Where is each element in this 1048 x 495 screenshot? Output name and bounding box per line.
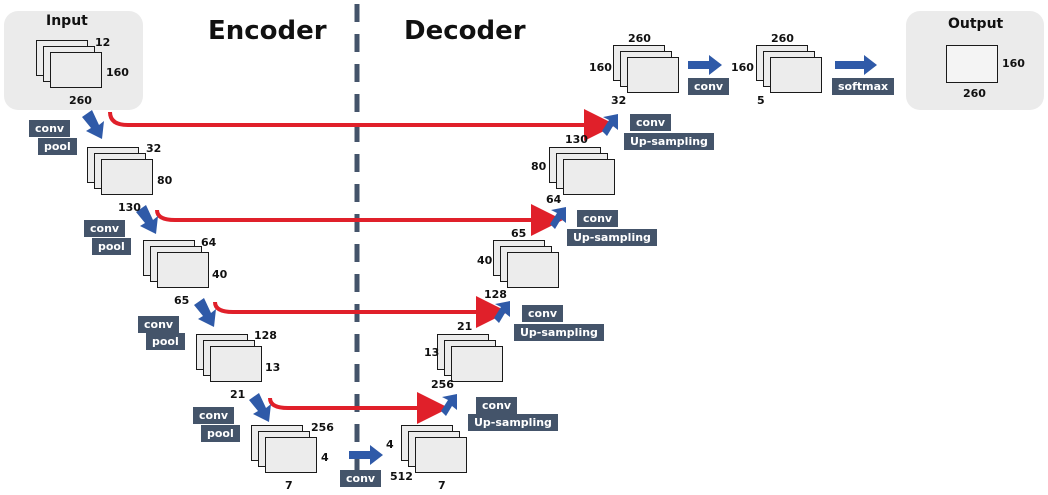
enc3-pool-label: pool <box>146 333 185 350</box>
enc4-conv-label: conv <box>193 407 235 424</box>
enc2-channels: 64 <box>201 236 217 249</box>
enc1-height: 80 <box>157 174 173 187</box>
enc1-conv-label: conv <box>29 120 71 137</box>
final-conv-height: 160 <box>731 61 754 74</box>
enc4-pool-label: pool <box>201 425 240 442</box>
dec1-upsampling-label: Up-sampling <box>468 414 558 431</box>
bottleneck-arrow <box>349 445 383 465</box>
dec2-conv-label: conv <box>522 305 564 322</box>
enc4-channels: 256 <box>311 421 334 434</box>
bottleneck-feature-map <box>401 425 471 485</box>
enc4-feature-map <box>251 425 321 485</box>
decoder-arrow-1 <box>441 394 457 416</box>
final-conv-width: 260 <box>771 32 794 45</box>
softmax-arrow <box>835 55 877 75</box>
dec2-upsampling-label: Up-sampling <box>514 324 604 341</box>
decoder-arrow-3 <box>550 207 566 229</box>
dec4-width: 260 <box>628 32 651 45</box>
output-width: 260 <box>963 87 986 100</box>
input-channels: 12 <box>95 36 111 49</box>
dec1-channels: 256 <box>431 378 454 391</box>
dec3-height: 80 <box>531 160 547 173</box>
skip-connection-2 <box>155 204 563 236</box>
dec2-width: 65 <box>511 227 527 240</box>
enc4-width: 7 <box>285 479 293 492</box>
encoder-arrow-3 <box>194 298 216 327</box>
dec3-conv-label: conv <box>577 210 619 227</box>
dec3-channels: 64 <box>546 193 562 206</box>
skip-connection-4 <box>268 392 449 424</box>
dec1-conv-label: conv <box>476 397 518 414</box>
enc2-conv-label: conv <box>84 220 126 237</box>
encoder-title: Encoder <box>208 16 327 46</box>
decoder-title: Decoder <box>404 16 526 46</box>
enc3-width: 21 <box>230 388 246 401</box>
decoder-arrow-2 <box>494 301 510 323</box>
encoder-arrow-2 <box>136 205 158 234</box>
dec1-feature-map <box>437 334 507 394</box>
output-map <box>946 45 998 83</box>
dec1-height: 13 <box>424 346 440 359</box>
enc3-conv-label: conv <box>138 316 180 333</box>
dec4-conv-label: conv <box>630 114 672 131</box>
dec3-upsampling-label: Up-sampling <box>567 229 657 246</box>
enc2-feature-map <box>143 240 213 300</box>
final-conv-feature-map <box>756 45 826 105</box>
enc3-height: 13 <box>265 361 281 374</box>
dec2-channels: 128 <box>484 288 507 301</box>
enc1-width: 130 <box>118 201 141 214</box>
input-title: Input <box>46 13 88 29</box>
final-conv-label: conv <box>688 78 730 95</box>
dec2-feature-map <box>493 240 563 300</box>
encoder-arrow-4 <box>249 393 271 422</box>
dec1-width: 21 <box>457 320 473 333</box>
output-title: Output <box>948 16 1004 32</box>
skip-connection-3 <box>213 296 508 328</box>
final-conv-channels: 5 <box>757 94 765 107</box>
softmax-label: softmax <box>832 78 895 95</box>
enc3-channels: 128 <box>254 329 277 342</box>
enc1-pool-label: pool <box>38 138 77 155</box>
encoder-arrow-1 <box>82 110 104 139</box>
input-width: 260 <box>69 94 92 107</box>
dec3-width: 130 <box>565 133 588 146</box>
input-feature-map <box>36 40 106 100</box>
enc2-height: 40 <box>212 268 228 281</box>
enc1-feature-map <box>87 147 157 207</box>
dec4-height: 160 <box>589 61 612 74</box>
skip-connection-1 <box>108 109 616 141</box>
enc4-height: 4 <box>321 451 329 464</box>
decoder-arrow-4 <box>602 114 618 136</box>
bottleneck-conv-label: conv <box>340 470 382 487</box>
enc2-pool-label: pool <box>92 238 131 255</box>
input-height: 160 <box>106 66 129 79</box>
dec3-feature-map <box>549 147 619 207</box>
dec4-upsampling-label: Up-sampling <box>624 133 714 150</box>
bottleneck-channels: 512 <box>390 470 413 483</box>
enc1-channels: 32 <box>146 142 162 155</box>
final-conv-arrow <box>688 55 722 75</box>
dec4-channels: 32 <box>611 94 627 107</box>
bottleneck-height: 4 <box>386 438 394 451</box>
enc3-feature-map <box>196 334 266 394</box>
dec4-feature-map <box>613 45 683 105</box>
bottleneck-width: 7 <box>438 479 446 492</box>
dec2-height: 40 <box>477 254 493 267</box>
enc2-width: 65 <box>174 294 190 307</box>
output-height: 160 <box>1002 57 1025 70</box>
